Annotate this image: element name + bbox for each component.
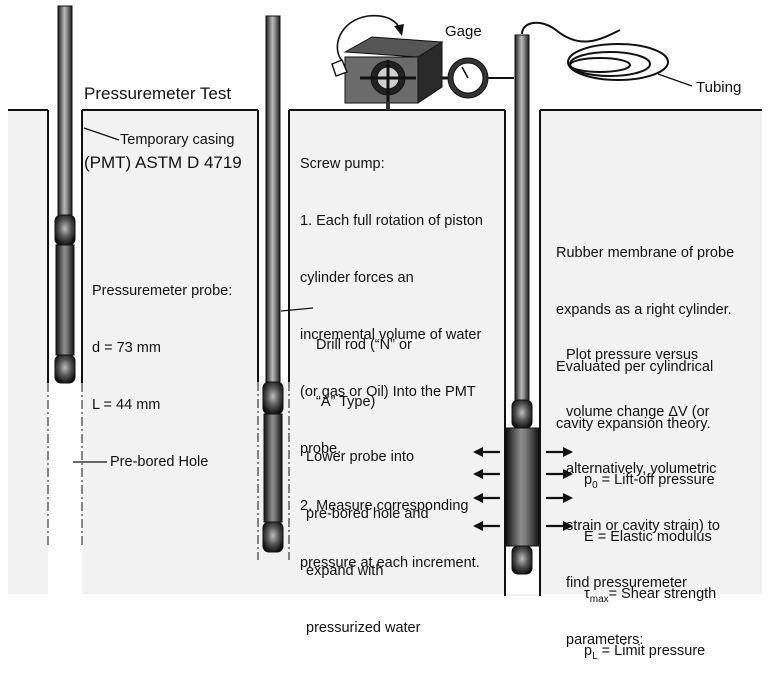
drill-rod-label: Drill rod (“N” or “A” Type): [316, 298, 412, 431]
membrane-line: expands as a right cylinder.: [556, 302, 732, 318]
hole-3-probe-bottom-ball: [511, 545, 533, 575]
tubing-label: Tubing: [696, 79, 742, 96]
hole-1-casing-walls: [47, 110, 83, 383]
screw-pump-line: incremental volume of water: [300, 327, 482, 343]
screw-pump-line: 1. Each full rotation of piston: [300, 213, 483, 229]
title: Pressuremeter Test (PMT) ASTM D 4719: [84, 36, 242, 197]
parameters-list: p0 = Lift-off pressure E = Elastic modul…: [584, 433, 716, 680]
plot-line: strain or cavity strain) to: [566, 518, 720, 534]
membrane-text: Rubber membrane of probe expands as a ri…: [556, 206, 734, 453]
screw-pump-line: (or gas or Oil) Into the PMT: [300, 384, 476, 400]
hole-2-probe-body: [263, 413, 283, 523]
hole-1-borehole-dashdot: [47, 383, 83, 545]
plot-line: volume change ΔV (or: [566, 404, 710, 420]
expansion-arrows: [473, 447, 573, 531]
parameter-shear-strength: τmax= Shear strength: [584, 586, 717, 605]
hole-1-probe-body: [55, 244, 75, 356]
parameter-limit-pressure: pL = Limit pressure: [584, 643, 706, 662]
lower-probe-line: pre-bored hole and: [306, 506, 429, 522]
drill-rod-label-line-2: “A” Type): [316, 394, 376, 410]
screw-pump-device: [343, 36, 444, 110]
hole-2-probe-bottom-ball: [262, 521, 284, 553]
screw-pump-line: cylinder forces an: [300, 270, 414, 286]
crank-arrow-head: [394, 24, 404, 36]
plot-line: alternatively, volumetric: [566, 461, 717, 477]
hole-3-probe-top-ball: [511, 399, 533, 429]
hole-2-drill-rod: [265, 15, 281, 383]
lower-probe-line: Lower probe into: [306, 449, 415, 465]
hole-2-borehole-dashdot: [257, 382, 290, 560]
pressure-gage: [442, 57, 514, 99]
membrane-line: cavity expansion theory.: [556, 416, 711, 432]
hole-2-walls: [257, 110, 290, 382]
probe-label-length: L = 44 mm: [92, 397, 161, 413]
temporary-casing-label: Temporary casing: [120, 132, 235, 148]
leader-lines: [73, 127, 314, 463]
probe-label-title: Pressuremeter probe:: [92, 283, 233, 299]
prebored-hole-cavity: [48, 383, 82, 594]
pmt-diagram: Pressuremeter Test (PMT) ASTM D 4719 Gag…: [8, 5, 762, 661]
title-line-2: (PMT) ASTM D 4719: [84, 153, 242, 172]
lower-probe-text: Lower probe into pre-bored hole and expa…: [306, 410, 429, 657]
hole-1-probe-bottom-ball: [54, 354, 76, 384]
membrane-line: Rubber membrane of probe: [556, 245, 735, 261]
screw-pump-line: probe.: [300, 441, 342, 457]
screw-pump-line: 2. Measure corresponding: [300, 498, 469, 514]
probe-label-diameter: d = 73 mm: [92, 340, 161, 356]
crank-handle: [331, 59, 348, 77]
hole-1-rod: [57, 5, 73, 217]
parameter-lift-off: p0 = Lift-off pressure: [584, 472, 715, 491]
tubing-coil: [521, 21, 693, 87]
screw-pump-text: Screw pump: 1. Each full rotation of pis…: [300, 117, 483, 592]
lower-probe-line: pressurized water: [306, 620, 421, 636]
crank-rotation-arrow: [336, 14, 401, 63]
diagram-canvas: [8, 5, 762, 596]
hole-3-walls: [504, 110, 541, 596]
drill-rod-label-line-1: Drill rod (“N” or: [316, 337, 412, 353]
prebored-hole-label: Pre-bored Hole: [110, 454, 209, 470]
plot-line: find pressuremeter: [566, 575, 687, 591]
screw-pump-line: pressure at each increment.: [300, 555, 480, 571]
hole-2-probe-top-ball: [262, 381, 284, 415]
hole-1-probe-top-ball: [54, 214, 76, 246]
lower-probe-line: expand with: [306, 563, 384, 579]
parameter-elastic-modulus: E = Elastic modulus: [584, 529, 712, 545]
hole-3-drill-rod: [514, 34, 530, 402]
membrane-line: Evaluated per cylindrical: [556, 359, 714, 375]
probe-label: Pressuremeter probe: d = 73 mm L = 44 mm: [92, 244, 232, 434]
hole-3-expanded-probe: [505, 427, 540, 547]
title-line-1: Pressuremeter Test: [84, 84, 232, 103]
ground-soil: [8, 110, 762, 596]
screw-pump-line: Screw pump:: [300, 156, 385, 172]
plot-line: Plot pressure versus: [566, 347, 699, 363]
gage-label: Gage: [445, 23, 482, 40]
